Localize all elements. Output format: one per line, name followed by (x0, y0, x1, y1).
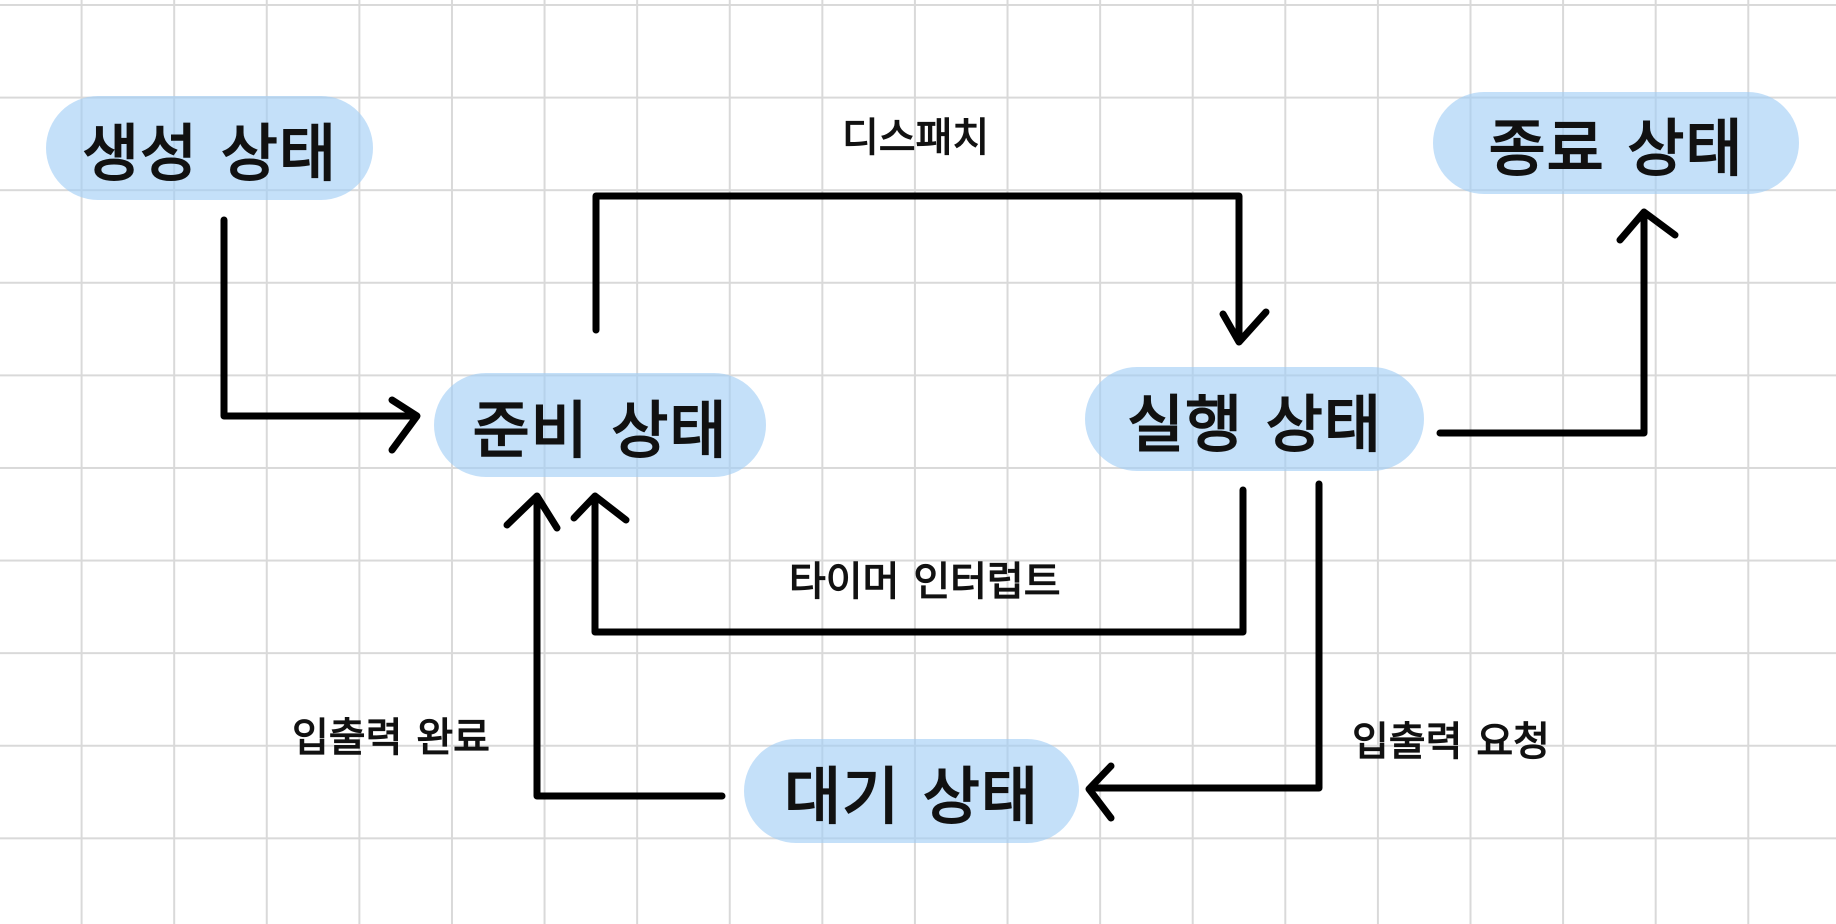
arrow-new-to-ready (220, 216, 416, 420)
arrow-io-complete (533, 494, 726, 800)
node-running-state: 실행 상태 (1085, 367, 1424, 471)
node-ready-state: 준비 상태 (434, 373, 766, 477)
node-new-state: 생성 상태 (46, 96, 373, 200)
arrow-io-request-head (1085, 762, 1115, 822)
arrow-io-complete-head (503, 492, 561, 532)
arrow-new-to-ready-head (388, 396, 421, 454)
arrow-io-request (1090, 480, 1323, 792)
arrow-timer-interrupt (591, 486, 1247, 636)
node-terminated-state: 종료 상태 (1433, 92, 1799, 194)
arrow-dispatch (592, 192, 1243, 344)
label-dispatch: 디스패치 (842, 115, 990, 161)
label-io-complete: 입출력 완료 (292, 715, 490, 761)
arrow-running-to-terminated-head (1616, 208, 1679, 244)
arrow-dispatch-head (1219, 308, 1270, 346)
node-waiting-state: 대기 상태 (744, 739, 1079, 843)
label-io-request: 입출력 요청 (1352, 719, 1550, 765)
arrow-timer-interrupt-head (570, 492, 630, 524)
arrow-running-to-terminated (1436, 210, 1648, 437)
label-timer-interrupt: 타이머 인터럽트 (789, 559, 1061, 605)
